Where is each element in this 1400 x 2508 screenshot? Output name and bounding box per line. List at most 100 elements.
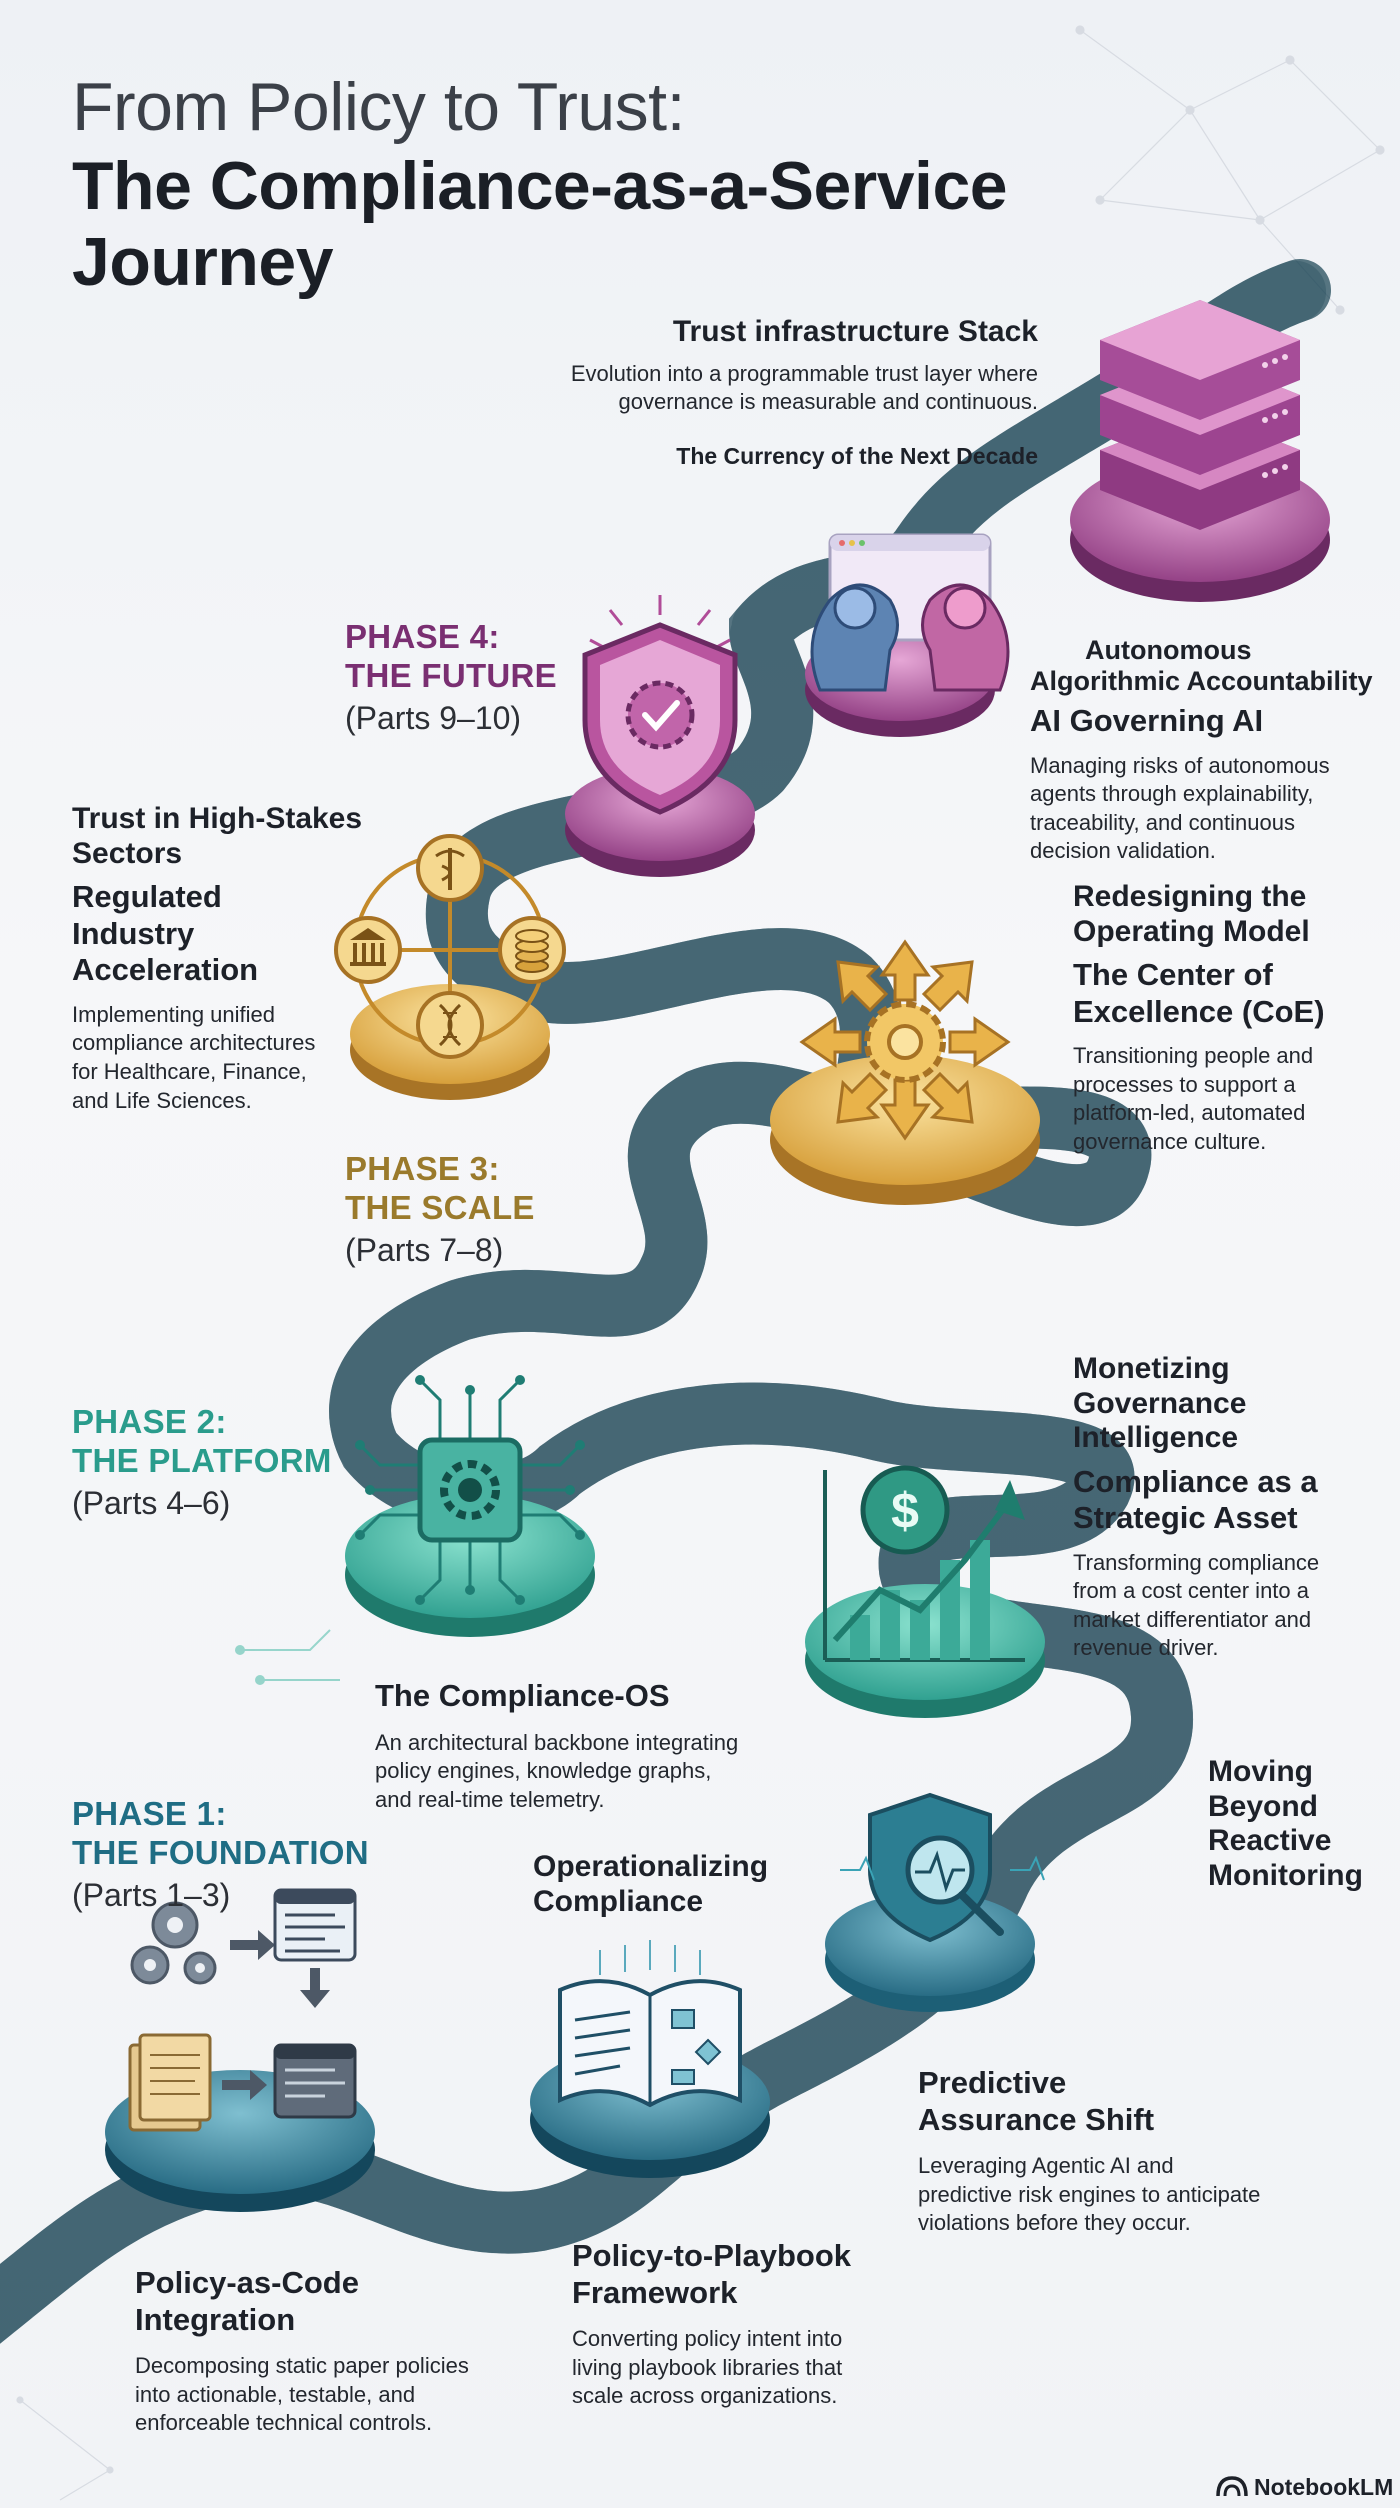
strategic-desc-1: Transforming compliance xyxy=(1073,1549,1320,1575)
shield-check-icon xyxy=(582,595,738,815)
phase1-parts: (Parts 1–3) xyxy=(72,1877,231,1913)
predictive-heading-a: Moving xyxy=(1208,1755,1313,1788)
title-line-2: The Compliance-as-a-Service xyxy=(72,148,1008,224)
predictive-title-b: Assurance Shift xyxy=(918,2101,1155,2137)
shield-magnifier-icon xyxy=(840,1792,1045,1943)
phase4-title-b: THE FUTURE xyxy=(345,656,557,694)
paper-documents-icon xyxy=(128,2033,212,2132)
phase3-title-a: PHASE 3: xyxy=(345,1150,500,1187)
node-shield xyxy=(565,767,755,877)
caduceus-icon xyxy=(416,834,484,902)
ai-heading-b: Algorithmic Accountability xyxy=(1030,666,1373,697)
strategic-desc-3: market differentiator and xyxy=(1073,1606,1312,1632)
section-ai-governing: Autonomous Algorithmic Accountability AI… xyxy=(1030,635,1390,866)
regulated-title-c: Acceleration xyxy=(72,952,259,988)
ai-title: AI Governing AI xyxy=(1030,703,1264,739)
compliance-os-desc-3: and real-time telemetry. xyxy=(375,1786,605,1812)
gear-arrows-icon xyxy=(799,939,1011,1141)
phase2-parts: (Parts 4–6) xyxy=(72,1485,231,1521)
playbook-heading-b: Compliance xyxy=(533,1884,704,1918)
phase4-title-a: PHASE 4: xyxy=(345,618,500,655)
coe-heading-b: Operating Model xyxy=(1073,914,1310,948)
notebooklm-logo-icon xyxy=(1216,2476,1248,2497)
playbook-title-a: Policy-to-Playbook xyxy=(572,2238,852,2273)
strategic-heading-a: Monetizing xyxy=(1073,1352,1230,1385)
phase3-title-b: THE SCALE xyxy=(345,1188,535,1226)
predictive-heading-c: Reactive xyxy=(1208,1824,1332,1857)
server-stack-icon xyxy=(1100,300,1300,530)
regulated-title-b: Industry xyxy=(72,915,195,951)
section-policy-as-code: Policy-as-Code Integration Decomposing s… xyxy=(135,2265,555,2438)
industry-hub-icon xyxy=(334,834,566,1059)
coe-desc-4: governance culture. xyxy=(1073,1128,1267,1154)
phase2-title-b: THE PLATFORM xyxy=(72,1441,332,1479)
strategic-heading-b: Governance xyxy=(1073,1386,1247,1420)
regulated-heading-a: Trust in High-Stakes xyxy=(72,802,363,835)
regulated-title-a: Regulated xyxy=(72,879,222,914)
title-line-1: From Policy to Trust: xyxy=(72,69,685,145)
policy-as-code-desc-2: into actionable, testable, and xyxy=(135,2381,416,2407)
ai-desc-1: Managing risks of autonomous xyxy=(1030,752,1330,778)
section-compliance-os: The Compliance-OS An architectural backb… xyxy=(375,1678,835,1814)
playbook-desc-1: Converting policy intent into xyxy=(572,2326,843,2352)
dollar-growth-chart-icon: $ xyxy=(823,1465,1025,1662)
playbook-title-b: Framework xyxy=(572,2274,738,2310)
predictive-heading-b: Beyond xyxy=(1208,1789,1319,1823)
phase1-title-a: PHASE 1: xyxy=(72,1795,227,1832)
section-predictive: Predictive Assurance Shift Leveraging Ag… xyxy=(918,2065,1358,2238)
arrow-right-icon xyxy=(230,1930,275,1960)
regulated-desc-4: and Life Sciences. xyxy=(72,1087,252,1113)
compliance-os-title: The Compliance-OS xyxy=(375,1678,670,1713)
phase4-parts: (Parts 9–10) xyxy=(345,700,522,736)
arrow-down-icon xyxy=(300,1968,330,2008)
regulated-desc-1: Implementing unified xyxy=(72,1001,276,1027)
playbook-desc-2: living playbook libraries that xyxy=(572,2354,843,2380)
section-strategic-asset: Monetizing Governance Intelligence Compl… xyxy=(1073,1352,1383,1663)
predictive-title-a: Predictive xyxy=(918,2065,1067,2100)
title-line-3: Journey xyxy=(72,224,334,300)
circuit-traces xyxy=(235,1629,340,1685)
regulated-heading-b: Sectors xyxy=(72,836,183,870)
notebooklm-brand: NotebookLM xyxy=(1254,2474,1394,2500)
compliance-os-desc-2: policy engines, knowledge graphs, xyxy=(375,1758,712,1784)
ai-desc-2: agents through explainability, xyxy=(1030,781,1314,807)
phase1-title-b: THE FOUNDATION xyxy=(72,1833,369,1871)
playbook-desc-3: scale across organizations. xyxy=(572,2383,838,2409)
compliance-os-desc-1: An architectural backbone integrating xyxy=(375,1729,739,1755)
ai-heading-a: Autonomous xyxy=(1085,635,1252,665)
phase3-parts: (Parts 7–8) xyxy=(345,1232,504,1268)
coe-title-a: The Center of xyxy=(1073,957,1273,992)
section-playbook: Policy-to-Playbook Framework Converting … xyxy=(572,2238,952,2411)
coe-desc-1: Transitioning people and xyxy=(1073,1043,1314,1069)
trust-stack-desc-1: Evolution into a programmable trust laye… xyxy=(570,360,1038,386)
regulated-desc-3: for Healthcare, Finance, xyxy=(72,1058,307,1084)
section-playbook-heading: Operationalizing Compliance xyxy=(533,1850,853,1919)
strategic-title-a: Compliance as a xyxy=(1073,1463,1318,1499)
code-window-2-icon xyxy=(273,2043,357,2119)
predictive-desc-2: predictive risk engines to anticipate xyxy=(918,2181,1261,2207)
strategic-heading-c: Intelligence xyxy=(1073,1421,1239,1454)
ai-desc-3: traceability, and continuous xyxy=(1030,809,1295,835)
predictive-desc-3: violations before they occur. xyxy=(918,2210,1191,2236)
trust-stack-desc-2: governance is measurable and continuous. xyxy=(618,389,1039,415)
trust-stack-title: Trust infrastructure Stack xyxy=(672,315,1038,348)
ai-heads-icon xyxy=(810,533,1010,692)
section-trust-stack: Trust infrastructure Stack Evolution int… xyxy=(460,315,1038,469)
policy-as-code-desc-3: enforceable technical controls. xyxy=(135,2410,433,2436)
strategic-title-b: Strategic Asset xyxy=(1073,1500,1298,1536)
phase1-label: PHASE 1: THE FOUNDATION xyxy=(72,1795,369,1873)
policy-as-code-desc-1: Decomposing static paper policies xyxy=(135,2353,469,2379)
coe-title-b: Excellence (CoE) xyxy=(1073,993,1325,1029)
predictive-desc-1: Leveraging Agentic AI and xyxy=(918,2153,1174,2179)
code-window-icon xyxy=(273,1888,357,1962)
chip-gear-icon xyxy=(355,1375,585,1605)
bank-icon xyxy=(334,916,402,984)
regulated-desc-2: compliance architectures xyxy=(72,1030,316,1056)
trust-stack-subtitle: The Currency of the Next Decade xyxy=(676,442,1038,469)
arrow-right-2-icon xyxy=(222,2070,267,2100)
coe-desc-3: platform-led, automated xyxy=(1073,1100,1306,1126)
section-coe: Redesigning the Operating Model The Cent… xyxy=(1073,880,1383,1157)
phase2-title-a: PHASE 2: xyxy=(72,1403,227,1440)
